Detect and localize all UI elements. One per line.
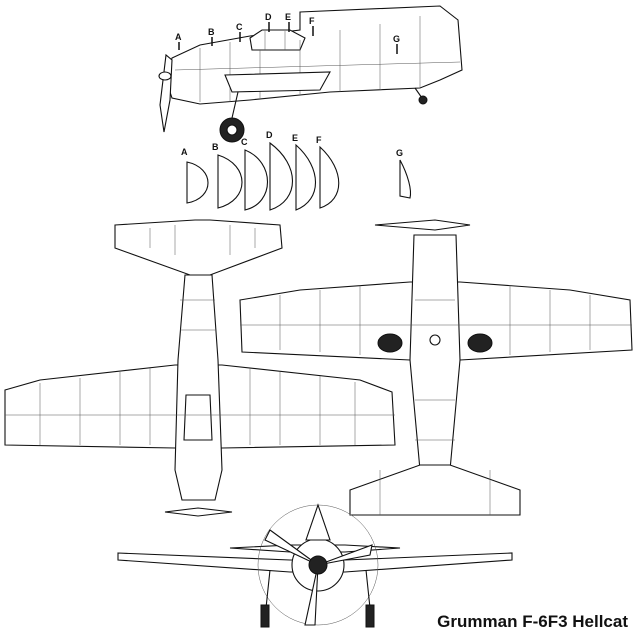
bottom-view — [239, 219, 633, 516]
station-label-e: E — [285, 12, 291, 22]
section-label-a: A — [181, 147, 188, 157]
side-view — [158, 5, 463, 143]
section-label-e: E — [292, 133, 298, 143]
station-label-c: C — [236, 22, 243, 32]
section-label-f: F — [316, 135, 322, 145]
section-label-b: B — [212, 142, 219, 152]
station-label-f: F — [309, 16, 315, 26]
section-label-g: G — [396, 148, 403, 158]
front-view — [117, 503, 513, 628]
top-view — [4, 219, 396, 517]
station-label-b: B — [208, 27, 215, 37]
cross-sections: A B C D E F G — [181, 130, 412, 211]
station-label-a: A — [175, 32, 182, 42]
station-markers: A B C D E F G — [175, 12, 400, 54]
drawing-caption: Grumman F-6F3 Hellcat — [437, 612, 628, 631]
section-label-d: D — [266, 130, 273, 140]
station-label-g: G — [393, 34, 400, 44]
section-label-c: C — [241, 137, 248, 147]
station-label-d: D — [265, 12, 272, 22]
